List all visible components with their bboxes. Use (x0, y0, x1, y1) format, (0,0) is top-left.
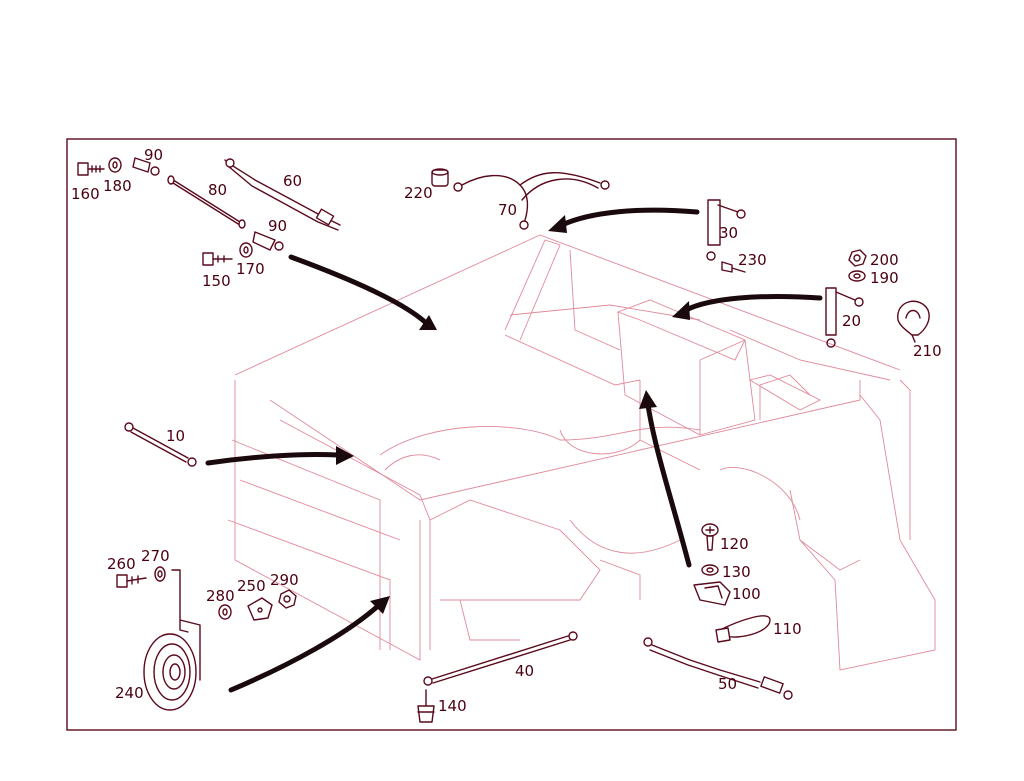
cable-clip-icon (897, 300, 930, 343)
clip-nut-icon (693, 581, 731, 606)
washer-icon (239, 242, 253, 258)
hex-nut-icon (848, 249, 867, 267)
label-170: 170 (236, 260, 265, 278)
label-270: 270 (141, 547, 170, 565)
label-290: 290 (270, 571, 299, 589)
washer-icon (154, 566, 166, 582)
part-labels: 90 160 180 80 60 90 150 170 220 70 30 23… (71, 146, 942, 715)
label-210: 210 (913, 342, 942, 360)
label-140: 140 (438, 697, 467, 715)
bolt-icon (116, 574, 147, 588)
label-40: 40 (515, 662, 534, 680)
diagram-border (66, 138, 957, 731)
label-130: 130 (722, 563, 751, 581)
label-220: 220 (404, 184, 433, 202)
ground-bracket-icon (825, 287, 864, 348)
label-30: 30 (719, 224, 738, 242)
ground-strap-icon (643, 637, 793, 700)
battery-cable-icon (453, 172, 610, 230)
hex-nut-icon (278, 589, 297, 609)
label-190: 190 (870, 269, 899, 287)
screw-icon (701, 523, 719, 551)
ground-strap-icon (124, 422, 197, 467)
label-90: 90 (144, 146, 163, 164)
bolt-icon (77, 162, 105, 176)
label-110: 110 (773, 620, 802, 638)
label-240: 240 (115, 684, 144, 702)
label-150: 150 (202, 272, 231, 290)
label-280: 280 (206, 587, 235, 605)
label-20: 20 (842, 312, 861, 330)
bolt-icon (202, 252, 233, 266)
direction-arrows (205, 207, 823, 693)
ground-strap-rod-icon (167, 175, 246, 229)
label-230: 230 (738, 251, 767, 269)
washer-icon (218, 604, 232, 620)
label-60: 60 (283, 172, 302, 190)
mounting-plate-icon (247, 597, 273, 621)
washer-icon (701, 564, 719, 576)
flange-bolt-icon (417, 689, 435, 723)
horn-icon (143, 569, 201, 711)
label-50: 50 (718, 675, 737, 693)
label-120: 120 (720, 535, 749, 553)
rubber-sleeve-icon (431, 168, 449, 187)
label-10: 10 (166, 427, 185, 445)
label-180: 180 (103, 177, 132, 195)
label-70: 70 (498, 201, 517, 219)
cable-tie-icon (715, 615, 771, 643)
label-90-lower: 90 (268, 217, 287, 235)
label-80: 80 (208, 181, 227, 199)
label-160: 160 (71, 185, 100, 203)
label-200: 200 (870, 251, 899, 269)
label-260: 260 (107, 555, 136, 573)
cable-lug-icon (252, 231, 284, 251)
label-100: 100 (732, 585, 761, 603)
ground-strap-icon (224, 158, 341, 231)
cable-lug-icon (132, 157, 160, 176)
lock-washer-icon (108, 157, 122, 173)
ground-bracket-icon (706, 199, 746, 261)
washer-icon (848, 270, 866, 282)
label-250: 250 (237, 577, 266, 595)
grommet-icon (721, 261, 746, 273)
ground-strap-icon (423, 631, 578, 686)
